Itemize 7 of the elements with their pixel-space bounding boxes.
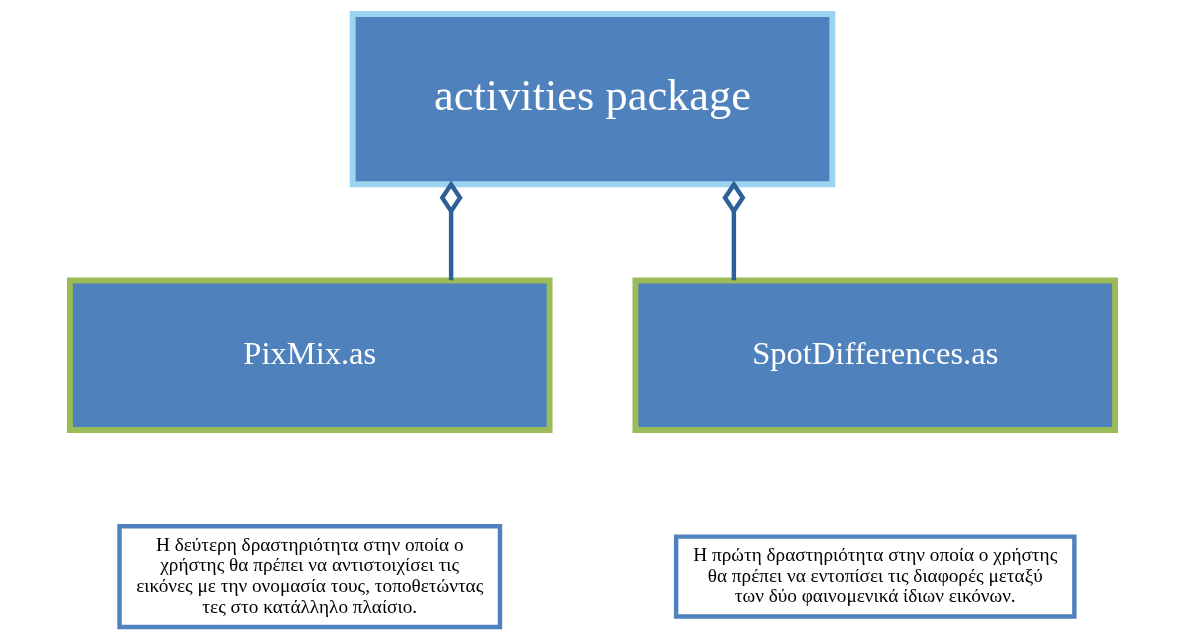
node-box: Η πρώτη δραστηριότητα στην οποία ο χρήστης θα πρέπει να εντοπίσει τις διαφορές μεταξύ των δύο φαινομενικά ίδιων εικόνων.	[673, 534, 1077, 619]
node-box: activities package	[349, 11, 835, 188]
connector	[721, 180, 745, 281]
node-box: PixMix.as	[66, 277, 553, 433]
connector	[439, 180, 463, 281]
node-box: Η δεύτερη δραστηριότητα στην οποία ο χρήστης θα πρέπει να αντιστοιχίσει τις εικόνες με την ονομασία τους, τοποθετώντας τες στο κατάλληλο πλαίσιο.	[116, 524, 502, 630]
node-box: SpotDifferences.as	[631, 277, 1118, 433]
